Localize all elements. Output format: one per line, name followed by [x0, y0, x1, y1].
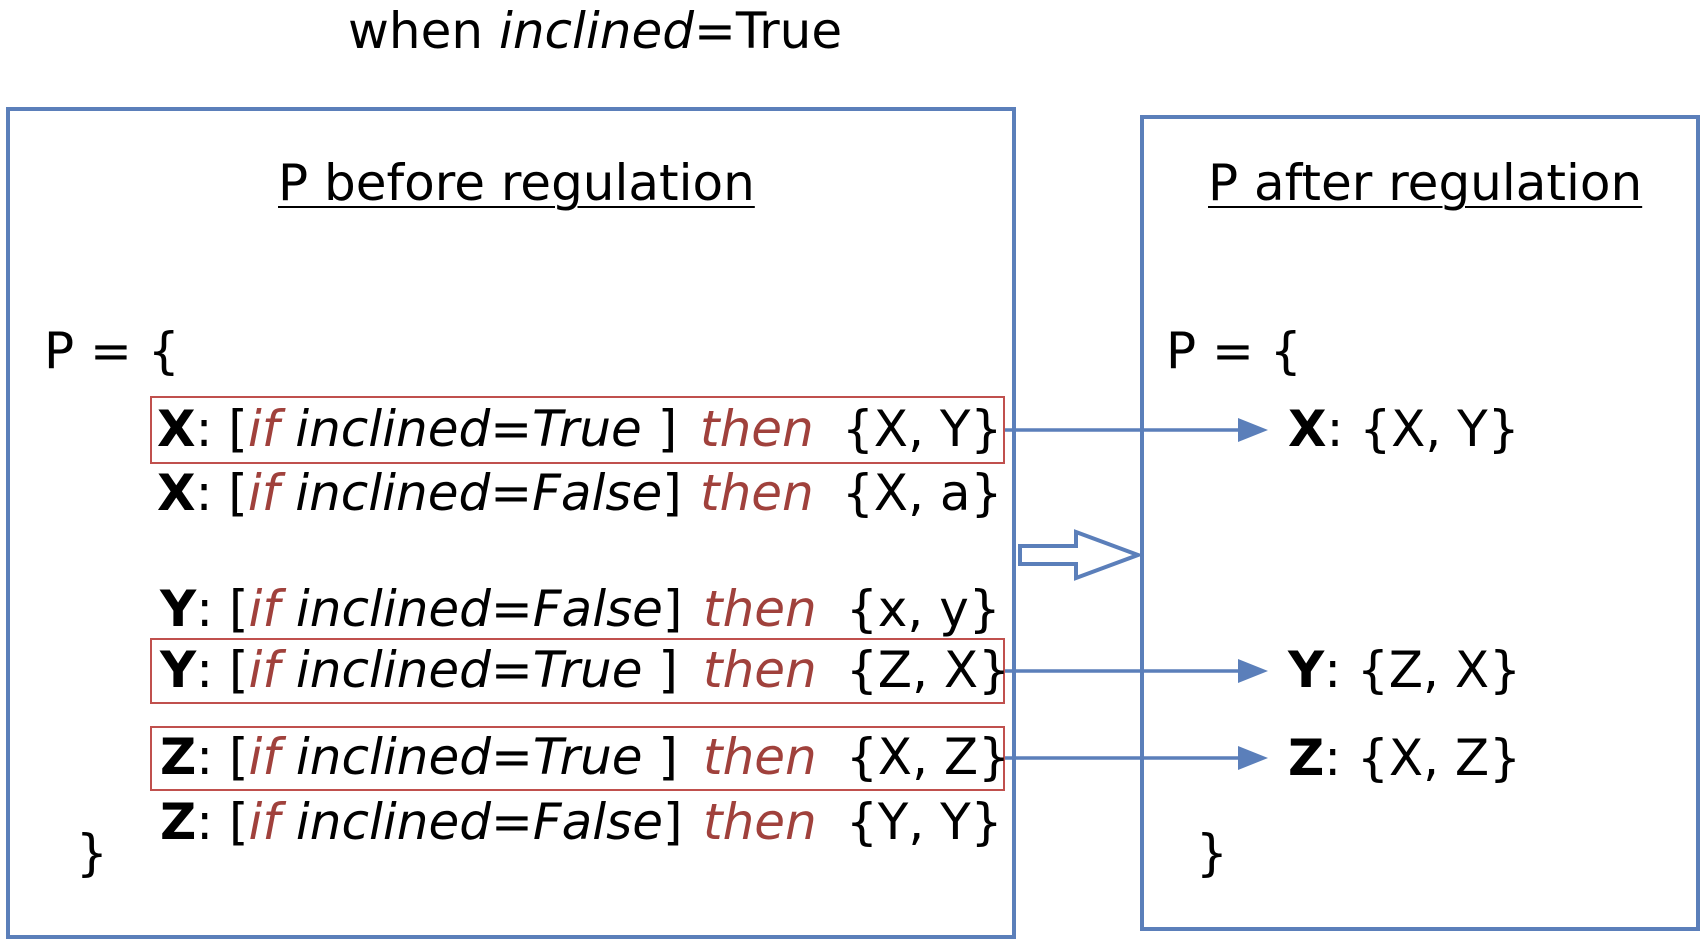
diagram-heading: when inclined=True	[348, 6, 842, 56]
if-keyword: if	[247, 400, 280, 458]
if-keyword: if	[248, 580, 280, 638]
rule-colon: :	[1326, 400, 1360, 458]
rule-result: {X, Z}	[846, 728, 1010, 786]
rule-colon: :	[1324, 641, 1357, 699]
arrowhead-icon	[1238, 746, 1268, 770]
before-set-close: }	[76, 824, 108, 882]
if-keyword: if	[248, 728, 281, 786]
rule-bracket-open: : [	[196, 793, 249, 851]
rule-condition: inclined=True	[279, 400, 658, 458]
then-keyword: then	[700, 464, 814, 522]
rule-node: X	[157, 400, 196, 458]
rule-result: {X, Y}	[1359, 400, 1520, 458]
rule-condition: inclined=True	[280, 728, 659, 786]
then-keyword: then	[703, 793, 817, 851]
heading-prefix: when	[348, 2, 499, 60]
rule-result: {X, a}	[842, 464, 1003, 522]
mapping-arrows	[1005, 428, 1245, 760]
highlight-box-z-true	[150, 726, 1005, 791]
if-keyword: if	[248, 641, 280, 699]
heading-suffix: =True	[693, 2, 843, 60]
result-row: Y: {Z, X}	[1288, 645, 1521, 695]
then-keyword: then	[703, 580, 817, 638]
transform-arrow-icon	[1018, 529, 1144, 581]
rule-result: {X, Y}	[842, 400, 1003, 458]
rule-row: Y: [if inclined=False]	[160, 584, 682, 634]
after-set-close: }	[1196, 824, 1228, 882]
rule-node: X	[157, 464, 196, 522]
rule-bracket-close: ]	[662, 464, 682, 522]
before-panel	[6, 107, 1016, 939]
rule-condition: inclined=False	[279, 580, 663, 638]
highlight-box-x-true	[150, 396, 1005, 464]
rule-bracket-open: : [	[196, 728, 249, 786]
rule-row: X: [if inclined=False]	[157, 468, 682, 518]
rule-bracket-open: : [	[195, 464, 248, 522]
rule-row: Z: [if inclined=False]	[160, 797, 682, 847]
arrowheads	[1238, 418, 1268, 770]
highlight-box-y-true	[150, 638, 1005, 704]
rule-node: Y	[1288, 641, 1325, 699]
after-panel-title: P after regulation	[1208, 154, 1643, 212]
rule-bracket-close: ]	[657, 400, 678, 458]
rule-node: Y	[160, 580, 197, 638]
then-keyword: then	[703, 728, 817, 786]
rule-result: {x, y}	[846, 580, 1001, 638]
rule-result: {X, Z}	[1357, 729, 1521, 787]
before-panel-title: P before regulation	[278, 154, 755, 212]
rule-node: Y	[160, 641, 197, 699]
rule-row: X: [if inclined=True ]	[157, 404, 677, 454]
after-panel	[1140, 115, 1700, 931]
rule-row: Z: [if inclined=True ]	[160, 732, 678, 782]
then-keyword: then	[703, 641, 817, 699]
if-keyword: if	[247, 464, 280, 522]
after-set-open: P = {	[1166, 322, 1302, 380]
rule-node: Z	[160, 728, 197, 786]
rule-bracket-open: : [	[195, 400, 248, 458]
result-row: Z: {X, Z}	[1288, 733, 1521, 783]
then-keyword: then	[700, 400, 814, 458]
result-row: X: {X, Y}	[1288, 404, 1520, 454]
arrowhead-icon	[1238, 659, 1268, 683]
rule-condition: inclined=False	[279, 464, 663, 522]
rule-bracket-close: ]	[658, 728, 678, 786]
rule-node: X	[1288, 400, 1327, 458]
rule-node: Z	[1288, 729, 1325, 787]
rule-bracket-open: : [	[196, 641, 249, 699]
if-keyword: if	[248, 793, 281, 851]
before-set-open: P = {	[44, 322, 180, 380]
arrowhead-icon	[1238, 418, 1268, 442]
rule-bracket-open: : [	[196, 580, 249, 638]
rule-result: {Z, X}	[1356, 641, 1521, 699]
rule-bracket-close: ]	[662, 793, 683, 851]
rule-row: Y: [if inclined=True ]	[160, 645, 678, 695]
rule-colon: :	[1324, 729, 1358, 787]
heading-variable: inclined	[498, 2, 694, 60]
rule-bracket-close: ]	[662, 580, 683, 638]
rule-bracket-close: ]	[658, 641, 678, 699]
rule-node: Z	[160, 793, 197, 851]
rule-result: {Z, X}	[846, 641, 1010, 699]
rule-result: {Y, Y}	[846, 793, 1003, 851]
rule-condition: inclined=False	[280, 793, 663, 851]
rule-condition: inclined=True	[279, 641, 659, 699]
